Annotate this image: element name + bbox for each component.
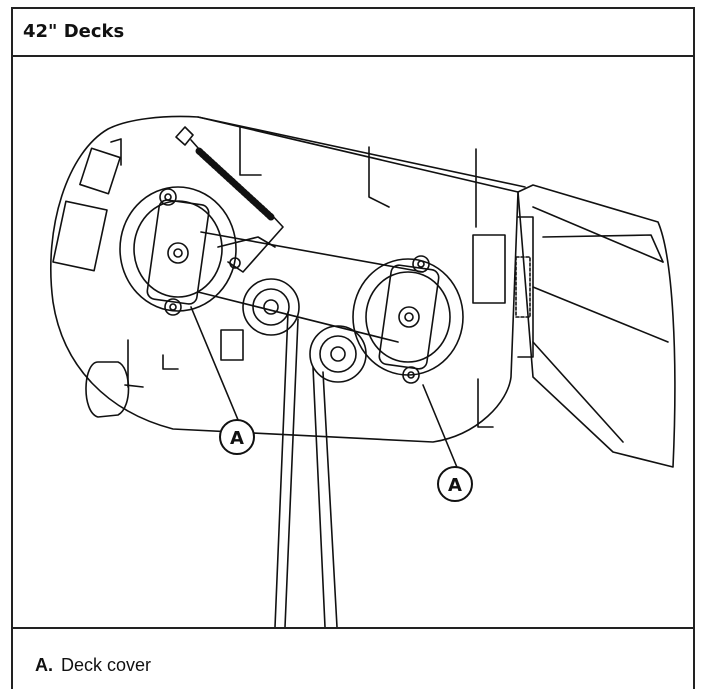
right-spindle-cover — [378, 264, 440, 370]
legend-key: A. — [35, 655, 53, 675]
callout-right: A — [437, 466, 473, 502]
gauge-wheel — [85, 361, 130, 418]
legend-text: Deck cover — [61, 655, 152, 675]
legend: A. Deck cover — [13, 627, 693, 691]
decal-left — [52, 200, 108, 272]
callout-right-label: A — [448, 475, 462, 496]
discharge-chute — [517, 184, 676, 468]
figure-panel: 42" Decks — [11, 7, 695, 689]
callout-left: A — [219, 419, 255, 455]
deck-illustration: A A — [50, 115, 676, 627]
decal-right — [472, 234, 506, 304]
callout-left-label: A — [230, 428, 244, 449]
left-spindle-cover — [146, 199, 210, 305]
decal-center — [220, 329, 244, 361]
figure-title: 42" Decks — [13, 9, 693, 57]
deck-outline — [50, 115, 519, 443]
decal-top-left — [79, 147, 121, 195]
